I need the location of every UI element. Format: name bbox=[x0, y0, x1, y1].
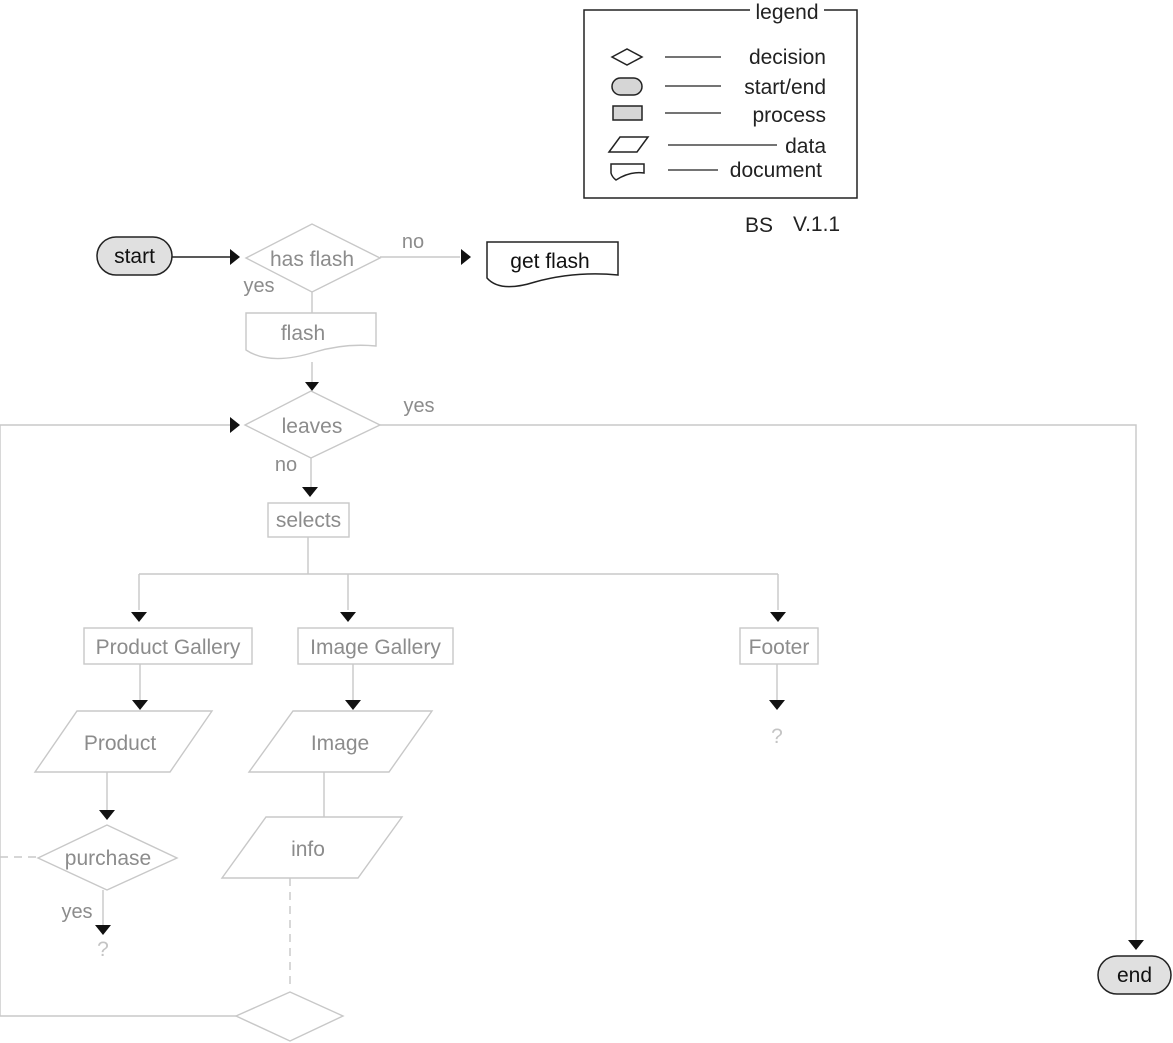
product-gallery-label: Product Gallery bbox=[96, 636, 241, 659]
node-end: end bbox=[1097, 955, 1172, 995]
start-terminal-shape bbox=[96, 236, 173, 276]
flash-document-shape bbox=[245, 312, 377, 360]
arrow-into-product bbox=[132, 700, 148, 710]
arrow-into-hasflash bbox=[230, 249, 240, 265]
node-image: Image bbox=[247, 710, 434, 773]
legend-decision-icon bbox=[610, 48, 644, 66]
leaves-yes-label: yes bbox=[403, 395, 434, 417]
legend-start-end-icon bbox=[611, 77, 643, 96]
image-label: Image bbox=[311, 732, 369, 755]
selects-process-shape bbox=[267, 502, 350, 538]
arrow-into-footer-unknown bbox=[769, 700, 785, 710]
legend-document-label: document bbox=[730, 159, 822, 182]
footer-unknown-label: ? bbox=[771, 725, 783, 748]
node-product-gallery: Product Gallery bbox=[83, 627, 253, 665]
node-has-flash: has flash bbox=[244, 223, 382, 293]
node-info: info bbox=[220, 816, 404, 879]
connector-leaves-end bbox=[380, 424, 1137, 940]
legend-data-icon bbox=[607, 136, 650, 153]
legend-data-label: data bbox=[785, 135, 826, 158]
purchase-yes-label: yes bbox=[61, 901, 92, 923]
get-flash-label: get flash bbox=[510, 250, 589, 273]
arrow-into-purchase bbox=[99, 810, 115, 820]
node-purchase: purchase ? bbox=[36, 824, 179, 961]
footer-label: Footer bbox=[749, 636, 810, 659]
image-data-shape bbox=[247, 710, 434, 773]
flash-label: flash bbox=[281, 322, 325, 345]
arrow-into-image bbox=[345, 700, 361, 710]
legend-start-end-label: start/end bbox=[744, 76, 826, 99]
version-number: V.1.1 bbox=[793, 213, 840, 236]
leaves-no-label: no bbox=[275, 454, 297, 476]
footer-process-shape bbox=[739, 627, 819, 665]
image-gallery-label: Image Gallery bbox=[310, 636, 441, 659]
legend-process-label: process bbox=[752, 104, 826, 127]
leaves-label: leaves bbox=[282, 415, 343, 438]
node-leaves: leaves bbox=[243, 390, 382, 459]
legend-process-icon bbox=[612, 105, 643, 121]
arrow-into-purchase-unknown bbox=[95, 925, 111, 935]
node-image-gallery: Image Gallery bbox=[297, 627, 454, 665]
product-label: Product bbox=[84, 732, 157, 755]
get-flash-document-shape bbox=[486, 241, 619, 288]
arrow-into-footer bbox=[770, 612, 786, 622]
end-terminal-shape bbox=[1097, 955, 1172, 995]
leaves-decision-shape bbox=[243, 390, 382, 459]
legend-title: legend bbox=[755, 1, 818, 24]
legend: legend decision start/end process data d… bbox=[583, 1, 858, 237]
info-label: info bbox=[291, 838, 325, 861]
has-flash-yes-label: yes bbox=[243, 275, 274, 297]
node-product: Product bbox=[33, 710, 214, 773]
legend-document-icon bbox=[610, 163, 645, 181]
node-flash: flash bbox=[245, 312, 377, 360]
legend-decision-label: decision bbox=[749, 46, 826, 69]
connectors bbox=[0, 256, 1137, 1017]
arrow-into-leaves-left bbox=[230, 417, 240, 433]
has-flash-decision-shape bbox=[244, 223, 382, 293]
node-get-flash: get flash bbox=[486, 241, 619, 288]
image-gallery-process-shape bbox=[297, 627, 454, 665]
purchase-decision-shape bbox=[36, 824, 179, 891]
end-label: end bbox=[1117, 964, 1152, 987]
has-flash-label: has flash bbox=[270, 248, 354, 271]
arrowheads bbox=[95, 249, 1144, 950]
arrow-into-imagegallery bbox=[340, 612, 356, 622]
arrow-into-end bbox=[1128, 940, 1144, 950]
purchase-unknown-label: ? bbox=[97, 938, 109, 961]
arrow-into-leaves-top bbox=[305, 382, 319, 391]
arrow-into-selects bbox=[302, 487, 318, 497]
start-label: start bbox=[114, 245, 155, 268]
bottom-decision-shape bbox=[234, 991, 345, 1042]
arrow-into-productgallery bbox=[131, 612, 147, 622]
purchase-label: purchase bbox=[65, 847, 151, 870]
arrow-into-getflash bbox=[461, 249, 471, 265]
product-data-shape bbox=[33, 710, 214, 773]
connector-loop-leaves bbox=[0, 424, 236, 1017]
info-data-shape bbox=[220, 816, 404, 879]
selects-label: selects bbox=[276, 509, 341, 532]
has-flash-no-label: no bbox=[402, 231, 424, 253]
node-footer: Footer ? bbox=[739, 627, 819, 748]
product-gallery-process-shape bbox=[83, 627, 253, 665]
node-start: start bbox=[96, 236, 173, 276]
version-prefix: BS bbox=[745, 214, 773, 237]
node-selects: selects bbox=[267, 502, 350, 538]
legend-frame bbox=[583, 9, 858, 199]
